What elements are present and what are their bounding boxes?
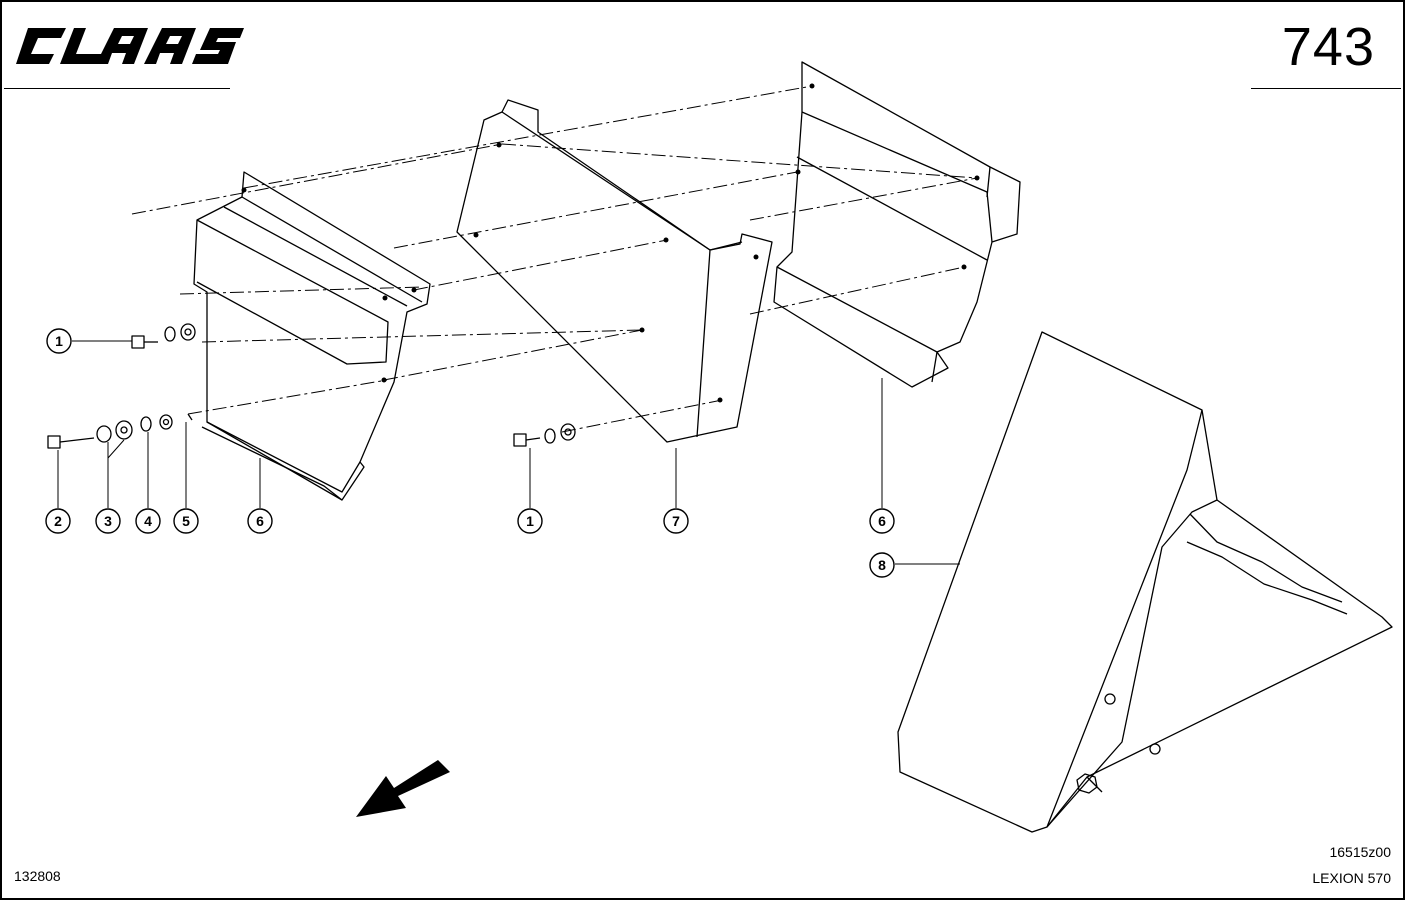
direction-arrow-icon	[356, 760, 450, 817]
large-hood	[897, 331, 1393, 833]
assembly-lines	[131, 85, 978, 433]
fastener-set-lower-left	[47, 414, 173, 449]
callout-6-right: 6	[878, 513, 886, 529]
callout-3: 3	[104, 513, 112, 529]
fastener-set-middle	[513, 423, 576, 447]
callout-8: 8	[878, 557, 886, 573]
hole-markers	[241, 83, 980, 403]
claas-logo	[16, 28, 244, 64]
fastener-set-upper-left	[131, 323, 196, 349]
header-rule-right	[1251, 88, 1401, 89]
callout-7: 7	[672, 513, 680, 529]
callout-1-middle: 1	[526, 513, 534, 529]
callout-4: 4	[144, 513, 152, 529]
page-number: 743	[1281, 17, 1375, 77]
callout-2: 2	[54, 513, 62, 529]
leader-lines	[57, 340, 960, 565]
middle-guard-plate	[456, 99, 773, 443]
model-name: LEXION 570	[1312, 870, 1391, 886]
right-guard-plate	[773, 61, 1021, 388]
drawing-ref: 16515z00	[1329, 844, 1391, 860]
header-rule-left	[4, 88, 230, 89]
callout-1: 1	[55, 333, 63, 349]
callout-5: 5	[182, 513, 190, 529]
callouts	[45, 328, 895, 578]
left-guard-plate	[187, 171, 431, 501]
callout-6: 6	[256, 513, 264, 529]
image-id: 132808	[14, 868, 61, 884]
